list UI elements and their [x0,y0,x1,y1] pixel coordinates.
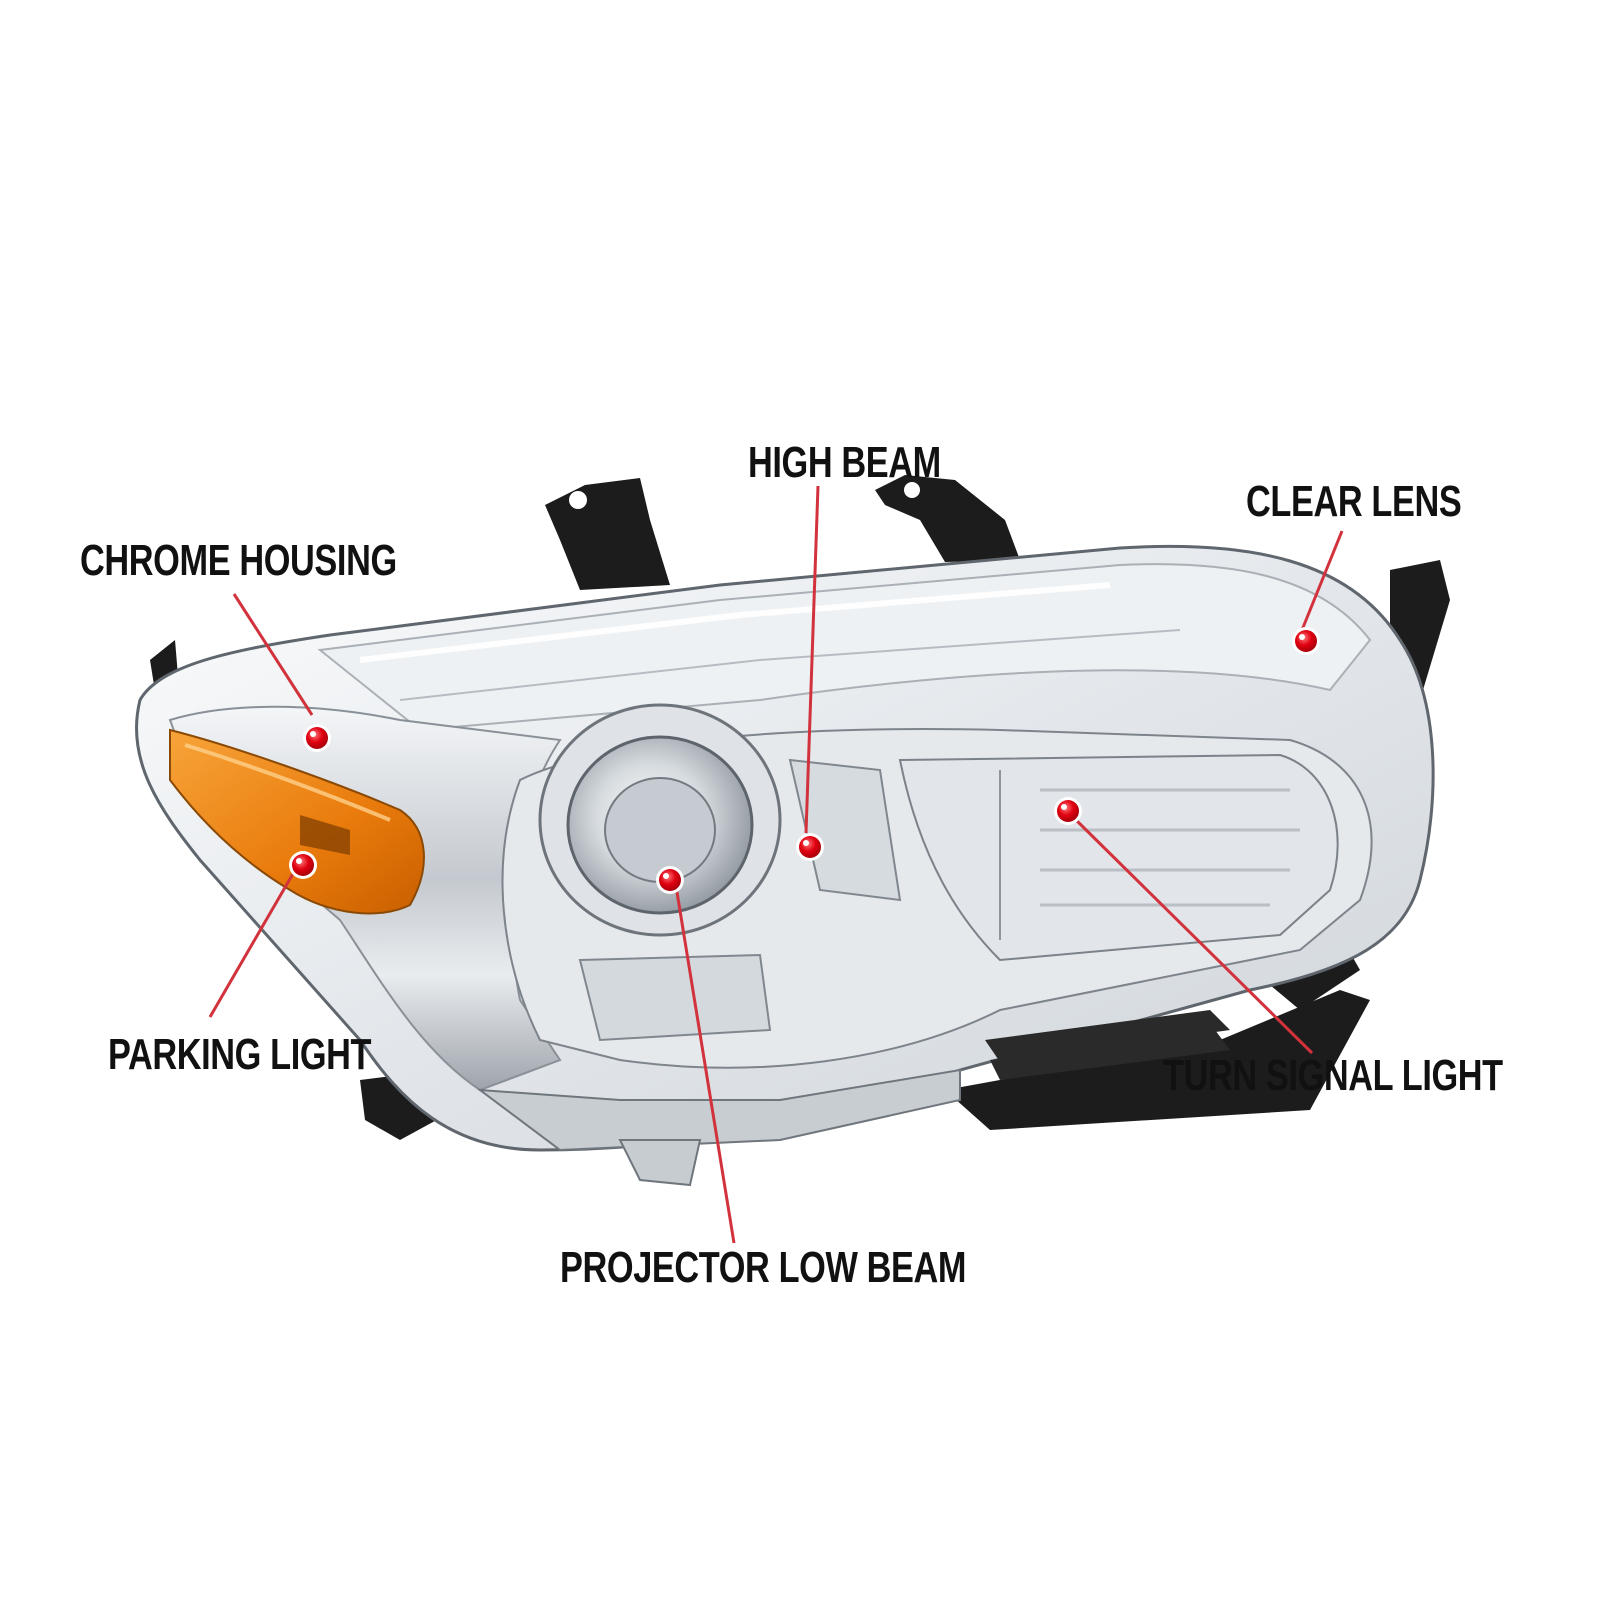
lower-trim [476,1010,1230,1187]
amber-parking-lens [169,728,425,915]
leader-parking-light [208,864,300,1018]
leader-projector-low-beam [674,885,736,1244]
label-turn-signal-light: TURN SIGNAL LIGHT [1163,1051,1503,1100]
label-high-beam: HIGH BEAM [748,438,941,487]
leader-chrome-housing [232,593,314,716]
leader-lines [208,485,1344,1244]
leader-turn-signal [1073,817,1314,1055]
label-clear-lens: CLEAR LENS [1246,477,1462,526]
label-projector-low-beam: PROJECTOR LOW BEAM [560,1243,967,1292]
leader-clear-lens [1300,530,1344,631]
label-chrome-housing: CHROME HOUSING [80,536,397,585]
marker-projector-low-beam [656,866,684,894]
reflector-assembly [788,753,1339,962]
leader-high-beam [804,485,820,834]
marker-turn-signal [1054,797,1082,825]
marker-chrome-housing [303,724,331,752]
label-parking-light: PARKING LIGHT [108,1030,372,1079]
marker-high-beam [796,833,824,861]
marker-clear-lens [1292,627,1320,655]
marker-parking-light [289,851,317,879]
projector-assembly [538,703,782,1042]
callout-markers [289,627,1320,894]
